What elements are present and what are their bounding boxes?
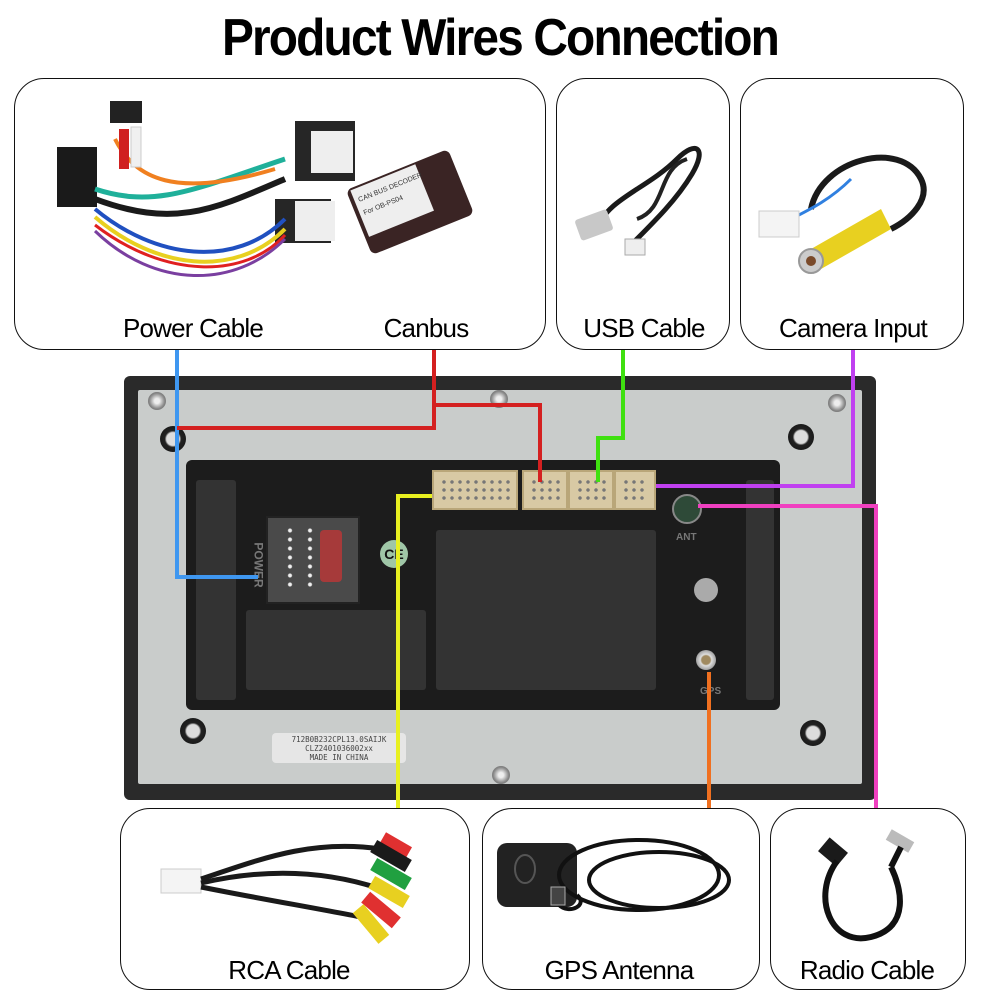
- radio-cable-label: Radio Cable: [799, 955, 935, 985]
- fuse-icon: [320, 530, 342, 582]
- gps-label: GPS: [700, 686, 722, 697]
- camera-input-cable-image: [758, 154, 927, 274]
- rca-cable-box: RCA Cable: [120, 808, 470, 990]
- rca-connector: [432, 470, 518, 510]
- screw-icon: [828, 394, 846, 412]
- grommet-icon: [180, 718, 206, 744]
- serial-line-3: MADE IN CHINA: [309, 753, 369, 762]
- gps-antenna-label: GPS Antenna: [544, 955, 695, 985]
- camera-input-box: Camera Input: [740, 78, 964, 350]
- radio-antenna-port: [672, 494, 702, 524]
- usb-cable-label: USB Cable: [583, 313, 705, 343]
- usb-cable-box: USB Cable: [556, 78, 730, 350]
- camera-input-label: Camera Input: [779, 313, 928, 343]
- usb-connector: [568, 470, 614, 510]
- page-title: Product Wires Connection: [221, 9, 780, 67]
- power-harness-image: [57, 101, 355, 277]
- screw-icon: [492, 766, 510, 784]
- serial-line-2: CLZ2401036002xx: [305, 744, 373, 753]
- grommet-icon: [800, 720, 826, 746]
- grommet-icon: [788, 424, 814, 450]
- camera-connector: [614, 470, 656, 510]
- power-canbus-box: CAN BUS DECODER For OB-PS04 Power Cable …: [14, 78, 546, 350]
- usb-cable-image: [575, 145, 702, 256]
- power-cable-label: Power Cable: [122, 313, 264, 343]
- canbus-connector: [522, 470, 568, 510]
- gps-antenna-image: [497, 838, 731, 912]
- gps-port: [696, 650, 716, 670]
- canbus-decoder-image: CAN BUS DECODER For OB-PS04: [347, 150, 473, 254]
- radio-cable-image: [818, 829, 915, 942]
- ce-mark: CE: [380, 540, 408, 568]
- aux-port: [694, 578, 718, 602]
- ant-label: ANT: [676, 532, 697, 543]
- screw-icon: [148, 392, 166, 410]
- serial-line-1: 712B0B232CPL13.0SAIJK: [291, 735, 387, 744]
- canbus-label: Canbus: [383, 313, 470, 343]
- grommet-icon: [160, 426, 186, 452]
- rca-cable-label: RCA Cable: [228, 955, 350, 985]
- gps-antenna-box: GPS Antenna: [482, 808, 760, 990]
- screw-icon: [490, 390, 508, 408]
- serial-label: 712B0B232CPL13.0SAIJK CLZ2401036002xx MA…: [272, 733, 406, 763]
- radio-cable-box: Radio Cable: [770, 808, 966, 990]
- power-connector: [266, 516, 360, 604]
- power-port-label: POWER: [251, 542, 266, 588]
- rca-cable-image: [160, 832, 412, 944]
